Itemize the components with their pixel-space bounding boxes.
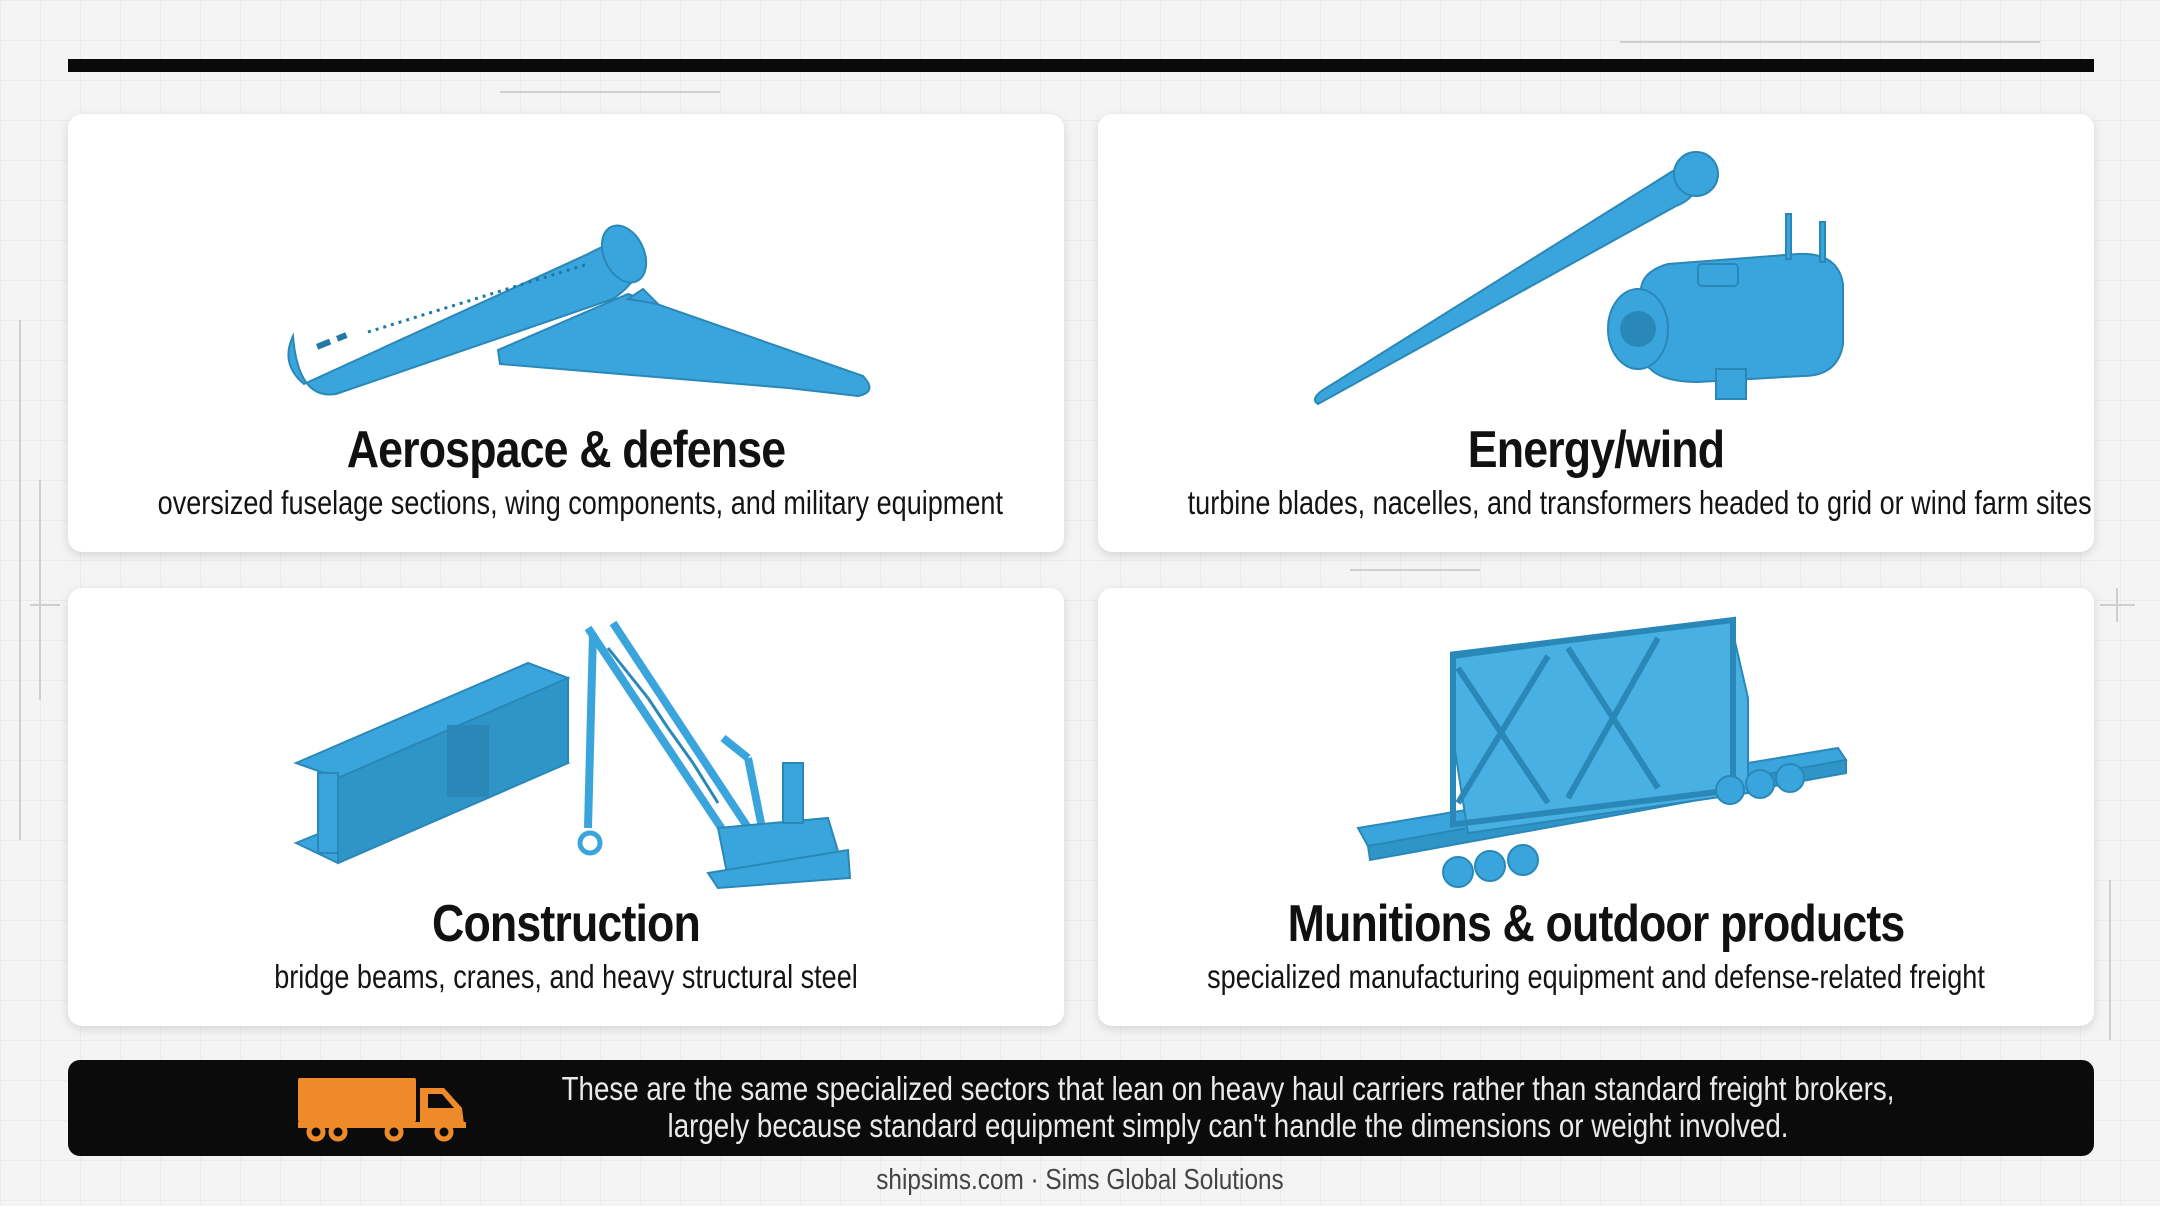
summary-banner: These are the same specialized sectors t… — [68, 1060, 2094, 1156]
airplane-fuselage-wing-icon — [287, 224, 871, 398]
banner-line-2: largely because standard equipment simpl… — [667, 1107, 1789, 1144]
card-title: Energy/wind — [1467, 421, 1725, 479]
banner-line-1: These are the same specialized sectors t… — [561, 1070, 1895, 1107]
card-energy-wind: Energy/wind turbine blades, nacelles, an… — [1098, 114, 2094, 552]
card-title: Aerospace & defense — [346, 421, 786, 479]
card-title: Construction — [432, 895, 701, 953]
turbine-blade-nacelle-icon — [1313, 151, 1844, 406]
card-construction: Construction bridge beams, cranes, and h… — [68, 588, 1064, 1026]
card-subtitle: bridge beams, cranes, and heavy structur… — [274, 958, 858, 995]
flatbed-cargo-frame-icon — [1356, 616, 1848, 888]
card-title: Munitions & outdoor products — [1287, 895, 1906, 953]
card-subtitle: oversized fuselage sections, wing compon… — [157, 484, 1003, 521]
footer-credit: shipsims.com · Sims Global Solutions — [876, 1164, 1284, 1196]
card-munitions-outdoor: Munitions & outdoor products specialized… — [1098, 588, 2094, 1026]
top-divider-bar — [68, 59, 2094, 72]
card-subtitle: turbine blades, nacelles, and transforme… — [1187, 484, 2092, 521]
banner-text: These are the same specialized sectors t… — [506, 1070, 1951, 1144]
truck-icon — [298, 1078, 466, 1142]
beam-crane-icon — [293, 620, 852, 890]
card-aerospace-defense: Aerospace & defense oversized fuselage s… — [68, 114, 1064, 552]
card-subtitle: specialized manufacturing equipment and … — [1207, 958, 1985, 995]
